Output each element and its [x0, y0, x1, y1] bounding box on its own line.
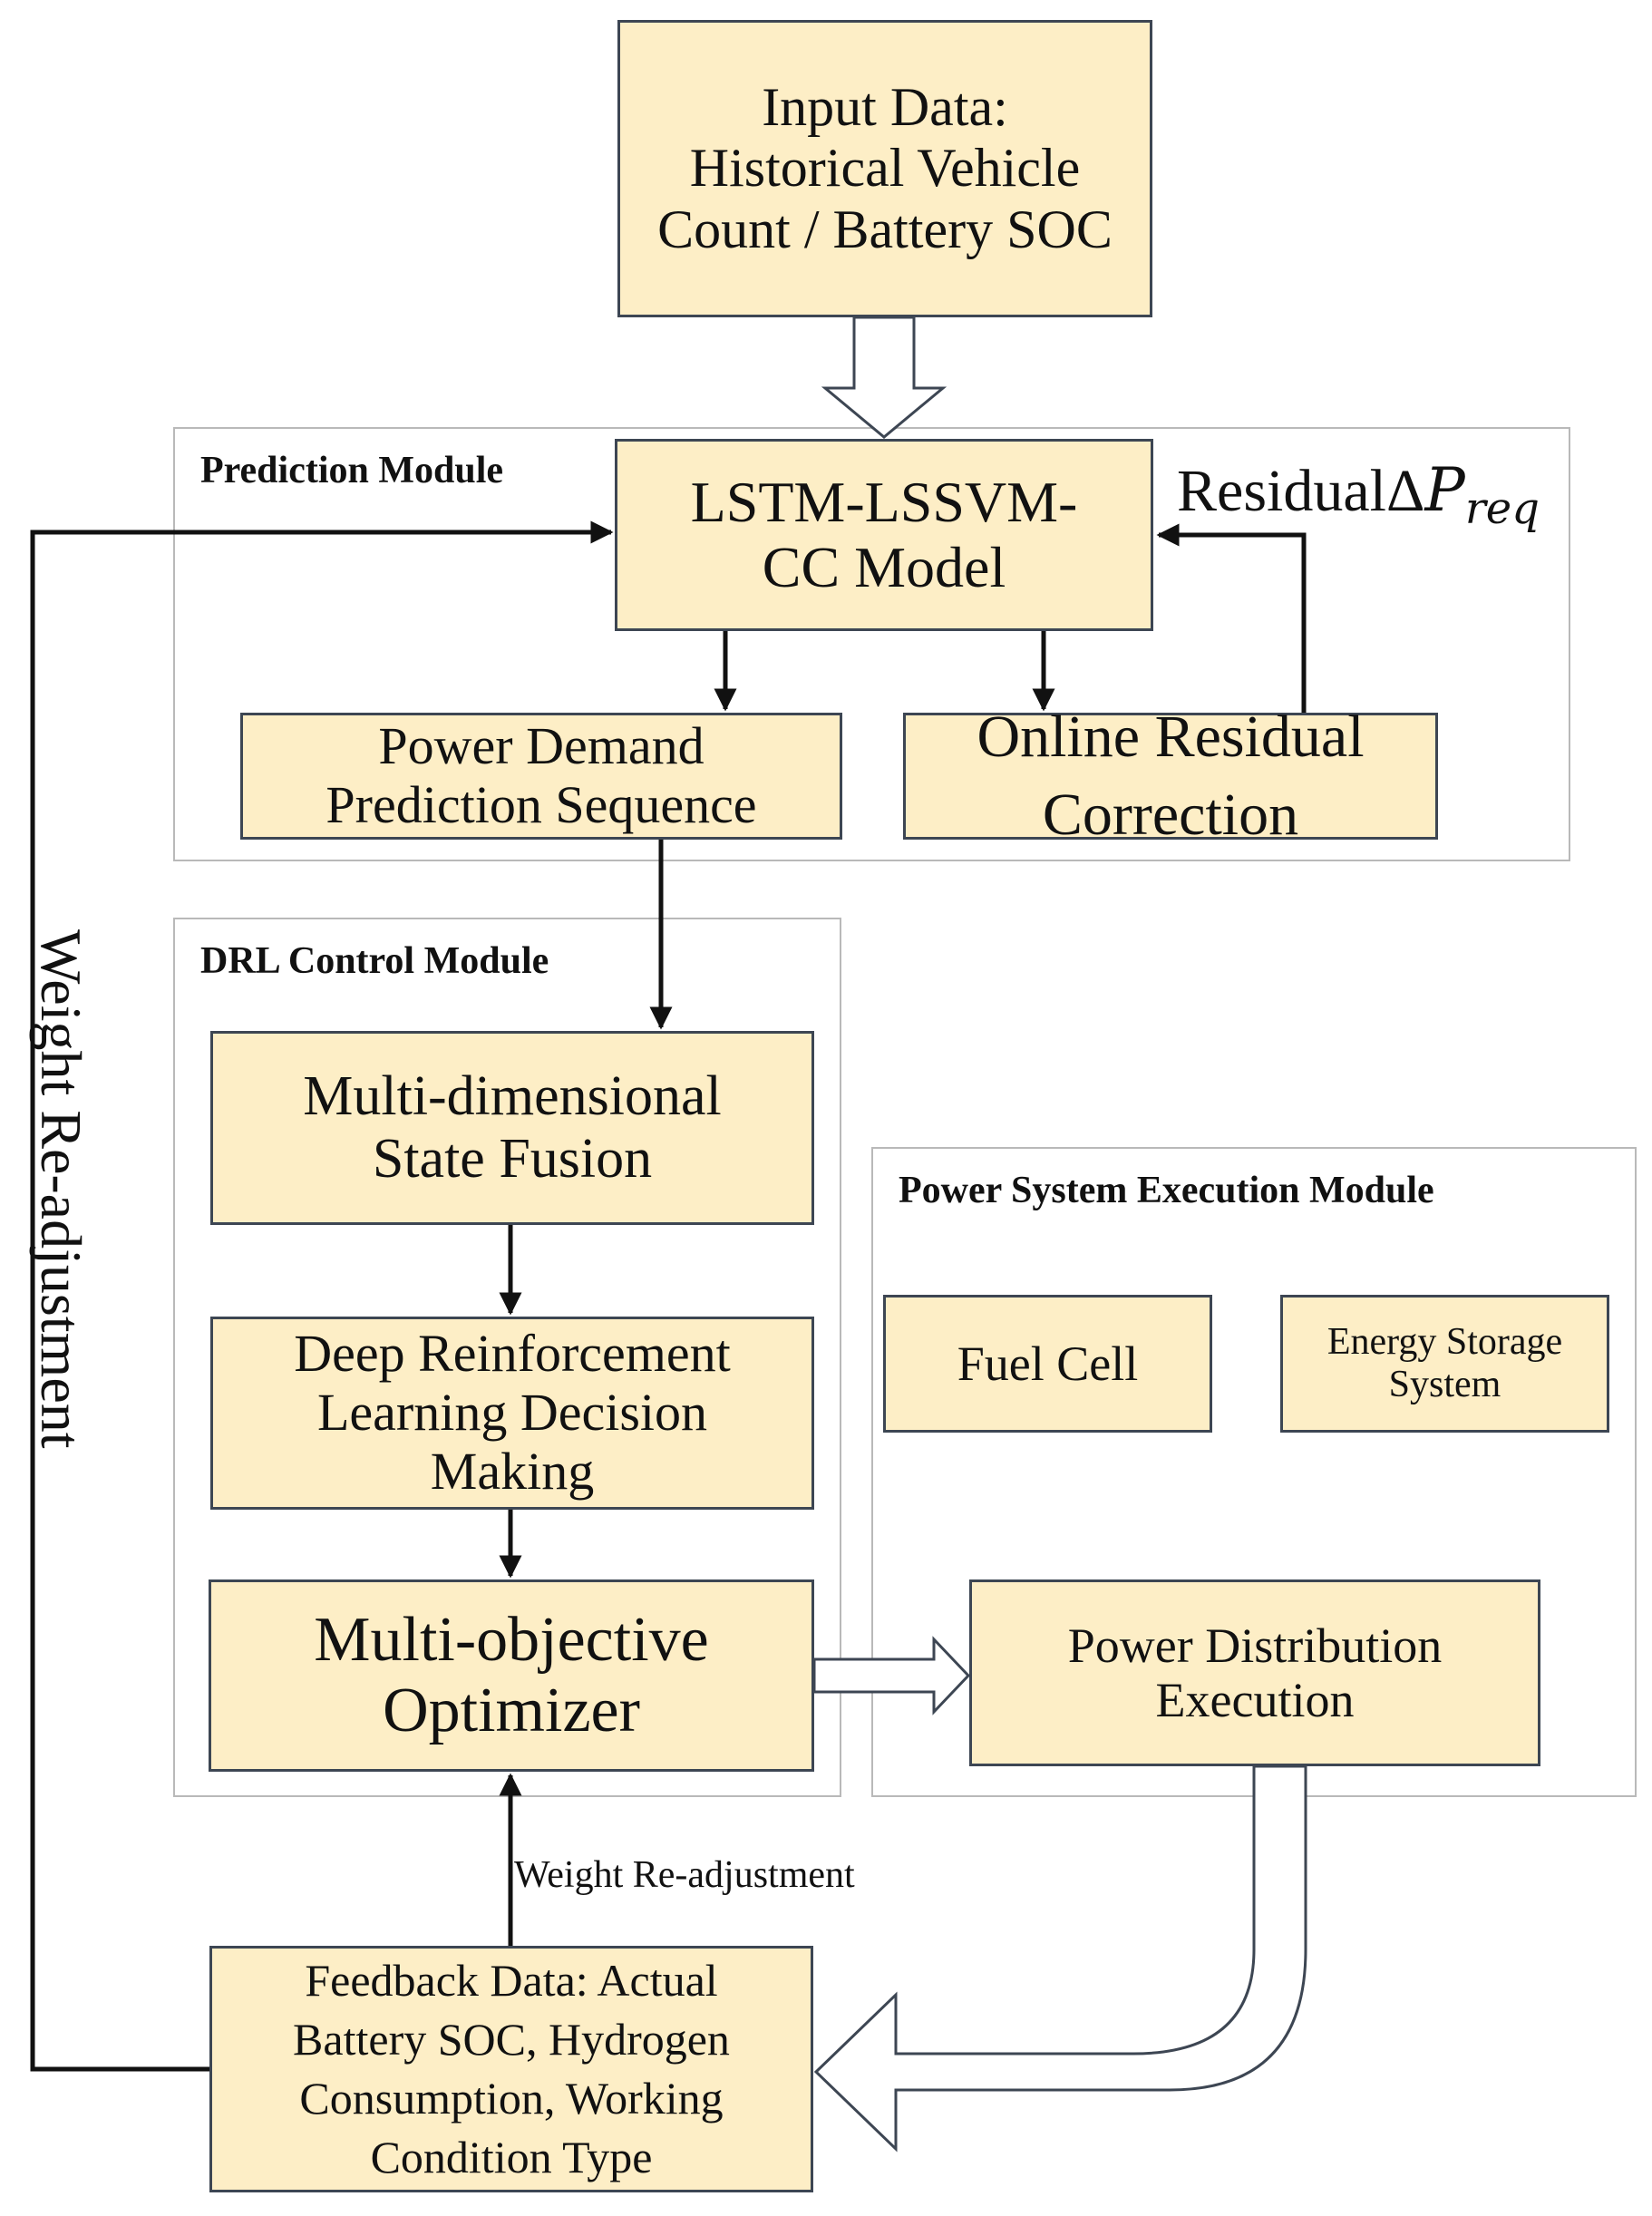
lstm-model-box: LSTM-LSSVM-CC Model	[615, 439, 1153, 631]
optimizer-text: Multi-objective Optimizer	[314, 1604, 709, 1745]
residual-label: ResidualΔPreq	[1177, 455, 1540, 534]
power-system-execution-module: Power System Execution Module	[871, 1147, 1637, 1797]
feedback-data-box: Feedback Data: Actual Battery SOC, Hydro…	[209, 1946, 813, 2192]
power-distribution-box: Power Distribution Execution	[969, 1579, 1540, 1766]
input-data-text: Input Data: Historical Vehicle Count / B…	[657, 77, 1113, 259]
weight-readjustment-vertical-label: Weight Re-adjustment	[29, 929, 93, 1449]
residual-label-prefix: ResidualΔ	[1177, 458, 1425, 524]
input-to-model-hollow-arrow	[821, 316, 947, 439]
state-fusion-box: Multi-dimensional State Fusion	[210, 1031, 814, 1225]
drl-decision-box: Deep Reinforcement Learning Decision Mak…	[210, 1317, 814, 1510]
prediction-module-title: Prediction Module	[200, 450, 504, 491]
state-fusion-text: Multi-dimensional State Fusion	[303, 1064, 722, 1190]
power-demand-box: Power Demand Prediction Sequence	[240, 713, 842, 840]
input-data-box: Input Data: Historical Vehicle Count / B…	[617, 20, 1152, 317]
power-distribution-text: Power Distribution Execution	[1067, 1618, 1443, 1727]
fuel-cell-box: Fuel Cell	[883, 1295, 1212, 1433]
feedback-data-text: Feedback Data: Actual Battery SOC, Hydro…	[293, 1955, 730, 2182]
drl-module-title: DRL Control Module	[200, 940, 549, 982]
weight-readjustment-small-label: Weight Re-adjustment	[514, 1854, 855, 1896]
energy-storage-text: Energy Storage System	[1326, 1320, 1563, 1405]
residual-label-var: P	[1424, 455, 1465, 525]
distribution-to-feedback-hollow-arrow	[813, 1764, 1307, 2153]
power-module-title: Power System Execution Module	[899, 1170, 1434, 1211]
lstm-model-text: LSTM-LSSVM-CC Model	[690, 470, 1078, 599]
online-residual-box: Online Residual Correction	[903, 704, 1438, 848]
online-residual-text: Online Residual Correction	[977, 704, 1365, 848]
residual-label-sub: req	[1464, 483, 1540, 535]
drl-decision-text: Deep Reinforcement Learning Decision Mak…	[294, 1324, 731, 1501]
power-demand-text: Power Demand Prediction Sequence	[326, 716, 757, 834]
energy-storage-box: Energy Storage System	[1280, 1295, 1609, 1433]
optimizer-box: Multi-objective Optimizer	[209, 1579, 814, 1772]
fuel-cell-text: Fuel Cell	[957, 1336, 1139, 1391]
